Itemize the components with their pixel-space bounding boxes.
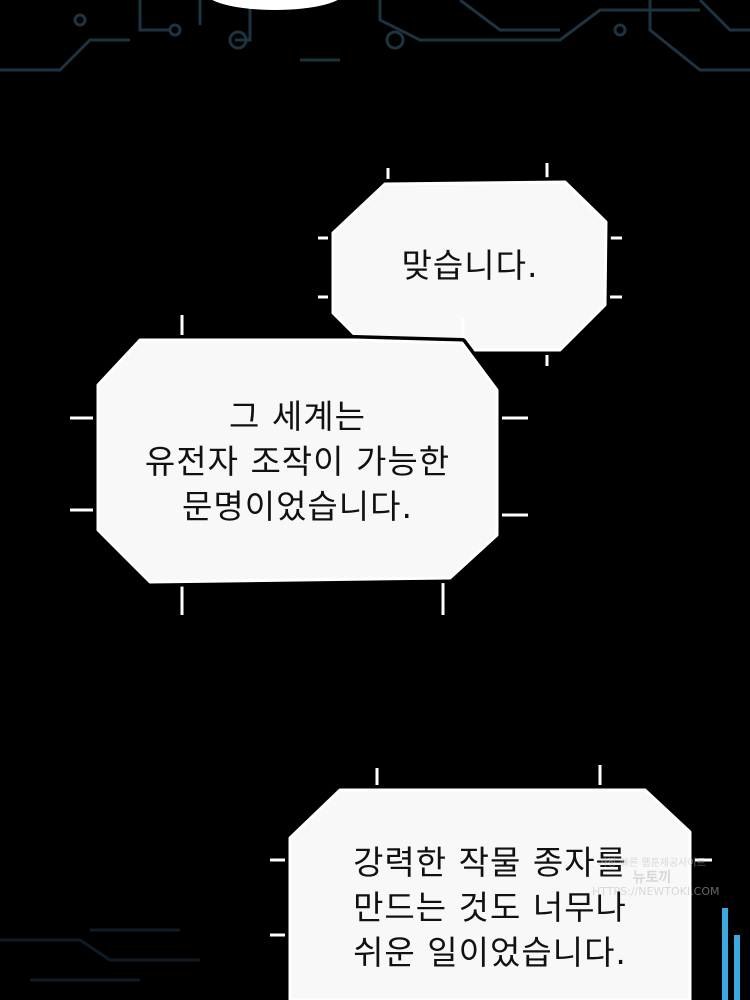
accent-bar: [722, 908, 728, 1000]
watermark-url: HTTPS://NEWTOKI.COM: [592, 885, 720, 898]
bubble-3-text: 강력한 작물 종자를 만드는 것도 너무나 쉬운 일이었습니다.: [305, 840, 675, 975]
bubble-3-line-1: 강력한 작물 종자를: [353, 843, 627, 882]
bubble-2-line-1: 그 세계는: [229, 397, 366, 436]
watermark-site-name: 뉴토끼: [632, 870, 672, 886]
bubble-3-line-3: 쉬운 일이었습니다.: [353, 933, 627, 972]
bubble-2-text: 그 세계는 유전자 조작이 가능한 문명이었습니다.: [110, 394, 485, 529]
bubble-3-line-2: 만드는 것도 너무나: [353, 888, 627, 927]
top-bubble-edge: [212, 0, 338, 10]
circuit-background: [0, 0, 750, 72]
bubble-1-line-1: 맞습니다.: [401, 246, 539, 285]
speech-bubble-2: [70, 315, 528, 615]
bubble-2-line-3: 문명이었습니다.: [181, 487, 413, 526]
site-watermark: 가장 빠른 웹툰제공사이트 뉴토끼 HTTPS://NEWTOKI.COM: [592, 858, 720, 898]
bubble-2-line-2: 유전자 조작이 가능한: [144, 442, 451, 481]
speech-bubble-1: [318, 163, 622, 366]
circuit-background-bottom: [0, 928, 200, 982]
bubble-1-text: 맞습니다.: [350, 243, 590, 288]
accent-bar: [734, 935, 740, 1000]
speech-bubble-3: [270, 765, 712, 1000]
watermark-tagline: 가장 빠른 웹툰제공사이트: [598, 858, 706, 869]
